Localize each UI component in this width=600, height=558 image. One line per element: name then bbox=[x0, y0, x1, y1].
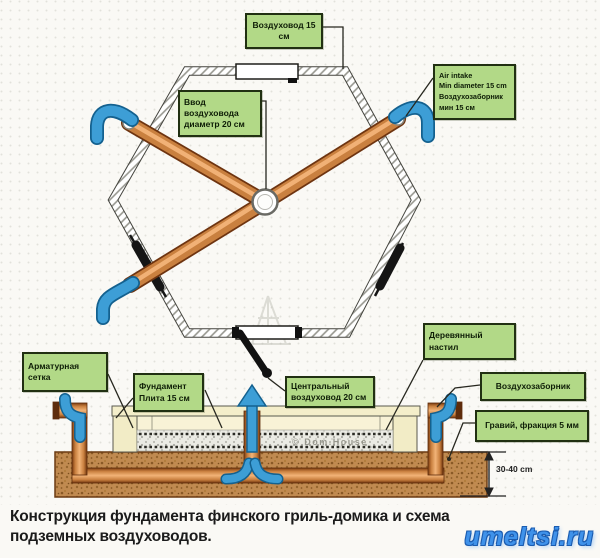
blue-elbow-lower-left bbox=[96, 276, 140, 325]
label-gravel-5mm: Гравий, фракция 5 мм bbox=[475, 410, 589, 442]
label-air-intake-min-diameter: Air intake Min diameter 15 cm Воздухозаб… bbox=[433, 64, 516, 120]
label-duct-inlet-20cm: Ввод воздуховода диаметр 20 см bbox=[178, 90, 262, 137]
airflow-arrows bbox=[59, 393, 457, 485]
plan-duct-lower-left bbox=[122, 194, 273, 293]
cross-section: © Dom.House bbox=[52, 383, 533, 498]
central-hub-collar bbox=[251, 188, 279, 216]
bottom-wall-sleeve bbox=[232, 325, 302, 340]
top-wall-sleeve bbox=[235, 63, 299, 83]
depth-dimension: 30-40 cm bbox=[460, 450, 533, 498]
dom-house-watermark: © Dom.House bbox=[292, 437, 368, 447]
label-air-intake-ru: Воздухозаборник bbox=[480, 372, 586, 401]
hexagon-foundation-wall bbox=[107, 66, 422, 338]
blue-elbow-upper-right bbox=[388, 101, 435, 143]
plan-duct-upper-left bbox=[121, 115, 273, 210]
label-connectors bbox=[107, 26, 481, 461]
label-central-duct-20cm: Центральный воздуховод 20 см bbox=[285, 376, 375, 408]
right-wall-damper bbox=[373, 242, 405, 297]
plan-duct-upper-right bbox=[257, 111, 406, 210]
foundation-slab-layers: © Dom.House bbox=[111, 405, 421, 453]
central-duct-outlet-pipe bbox=[236, 329, 272, 378]
depth-dimension-label: 30-40 cm bbox=[496, 464, 533, 474]
figure-caption: Конструкция фундамента финского гриль-до… bbox=[10, 508, 450, 546]
label-air-duct-15cm: Воздуховод 15 см bbox=[245, 13, 323, 49]
label-foundation-slab-15cm: Фундамент Плита 15 см bbox=[133, 373, 204, 412]
label-wooden-decking: Деревянный настил bbox=[423, 323, 516, 360]
exhaust-up-arrow bbox=[236, 383, 268, 453]
umeltsi-watermark: umeltsi.ru bbox=[464, 523, 594, 551]
label-rebar-mesh: Арматурная сетка bbox=[22, 352, 108, 392]
blue-elbow-upper-left bbox=[90, 104, 139, 145]
plan-view bbox=[90, 63, 435, 378]
